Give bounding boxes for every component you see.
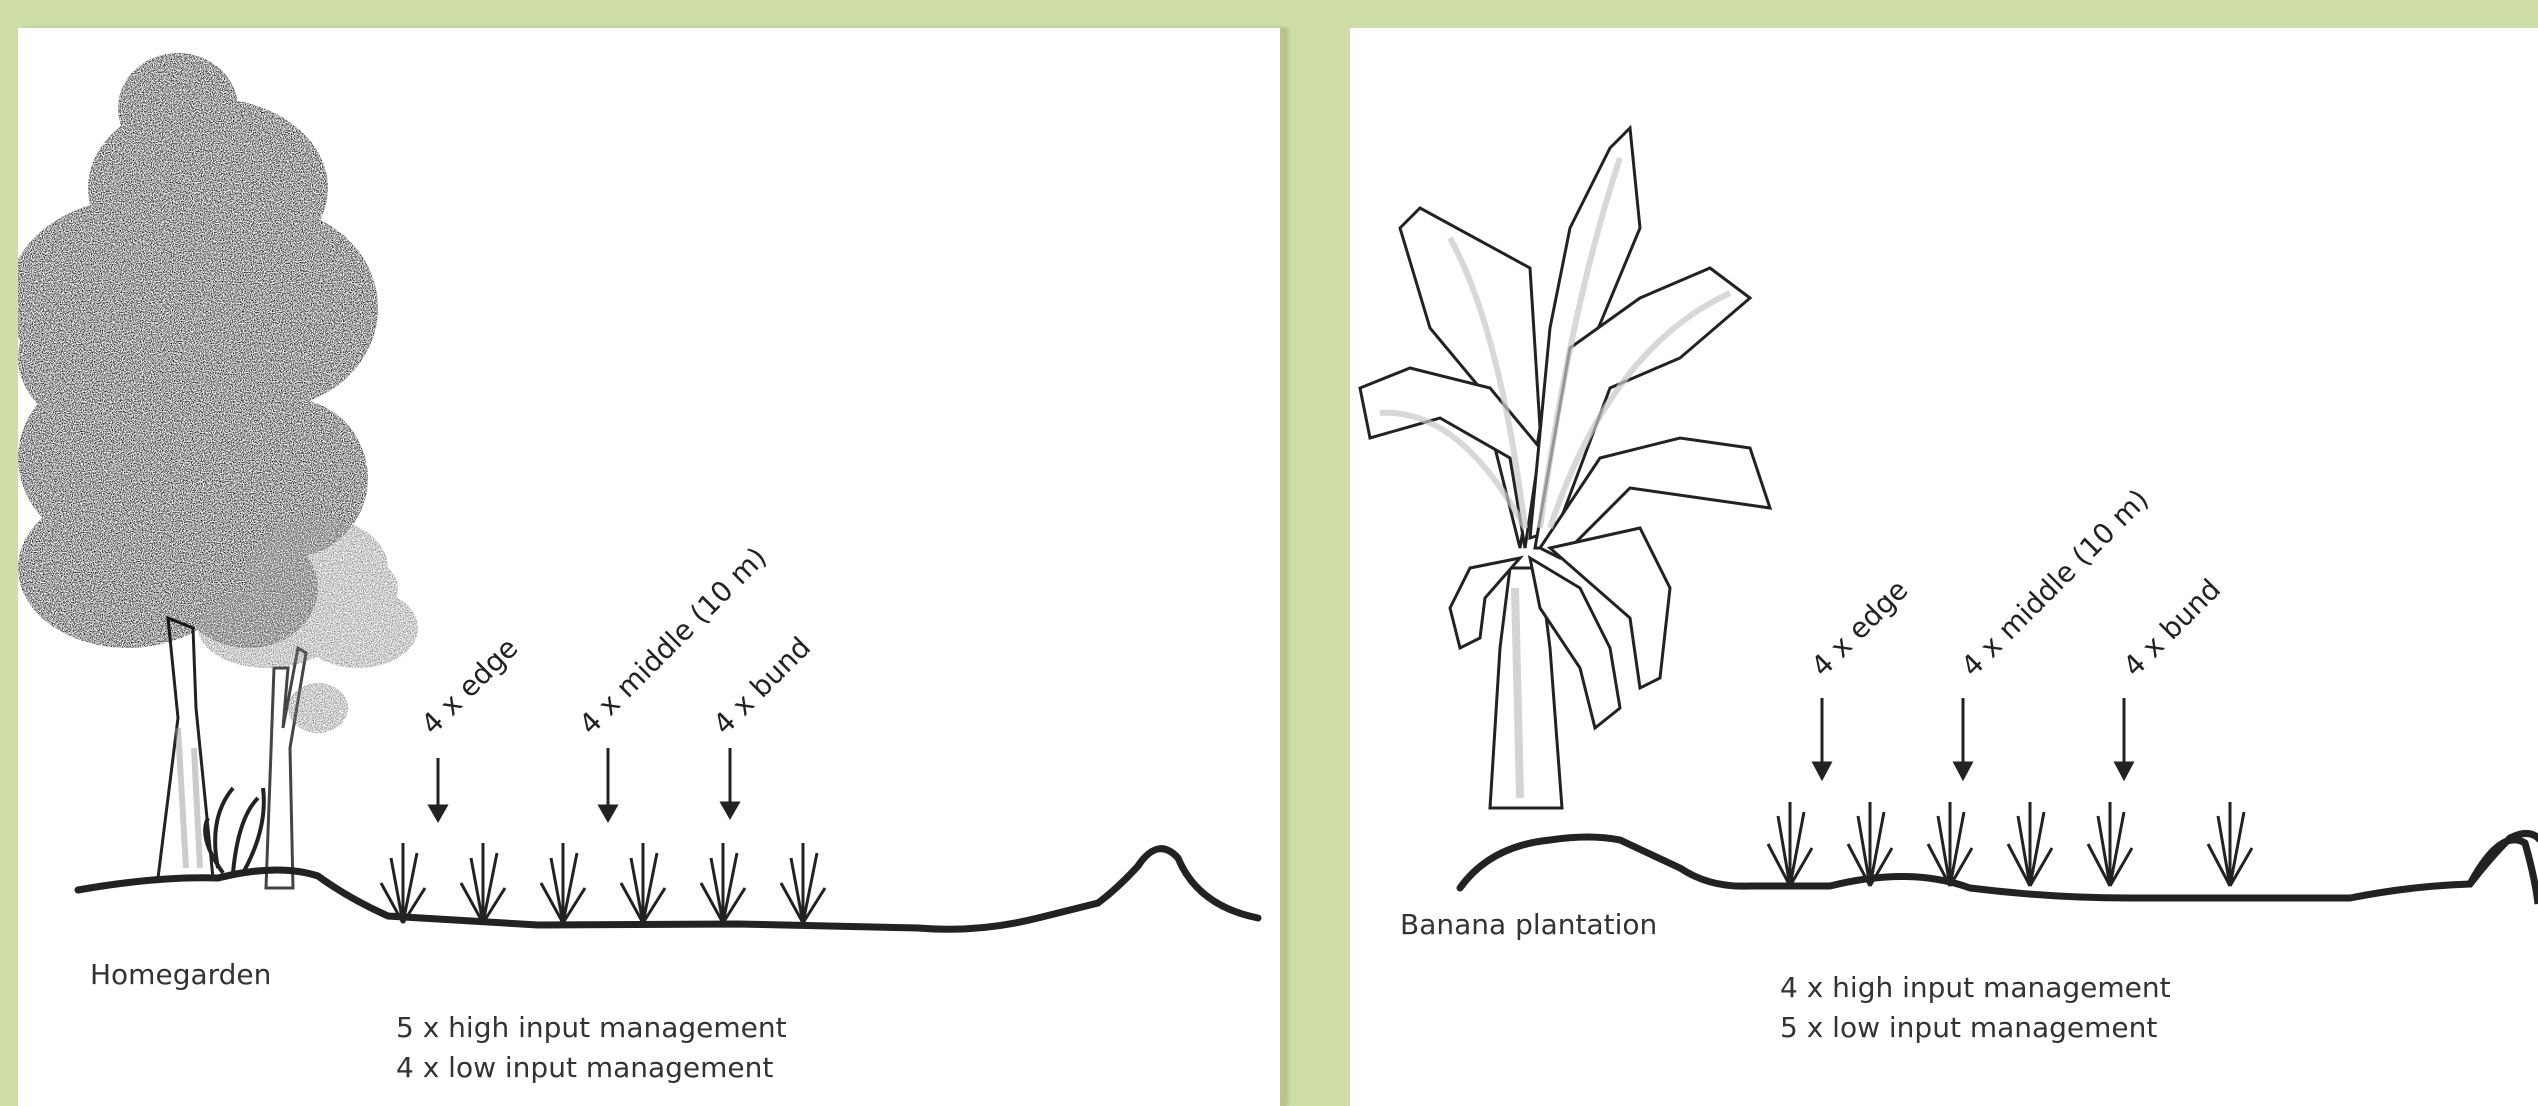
plant-row xyxy=(1768,802,2252,886)
site-label: Homegarden xyxy=(90,958,271,992)
low-input-label: 5 x low input management xyxy=(1780,1011,2157,1045)
banana-plantation-panel: 4 x edge 4 x middle (10 m) 4 x bund Bana… xyxy=(1350,28,2538,1106)
homegarden-illustration xyxy=(18,28,1280,1106)
sampling-arrows xyxy=(430,748,738,820)
high-input-label: 4 x high input management xyxy=(1780,971,2171,1005)
ground-line xyxy=(1460,833,2538,898)
sampling-arrows xyxy=(1814,698,2132,778)
high-input-label: 5 x high input management xyxy=(396,1011,787,1045)
ground-line xyxy=(78,849,1258,930)
banana-plantation-illustration xyxy=(1350,28,2538,1106)
plant-row xyxy=(381,843,825,923)
homegarden-panel: 4 x edge 4 x middle (10 m) 4 x bund Home… xyxy=(18,28,1280,1106)
banana-leaves xyxy=(1360,128,1770,728)
site-label: Banana plantation xyxy=(1400,908,1657,942)
low-input-label: 4 x low input management xyxy=(396,1051,773,1085)
